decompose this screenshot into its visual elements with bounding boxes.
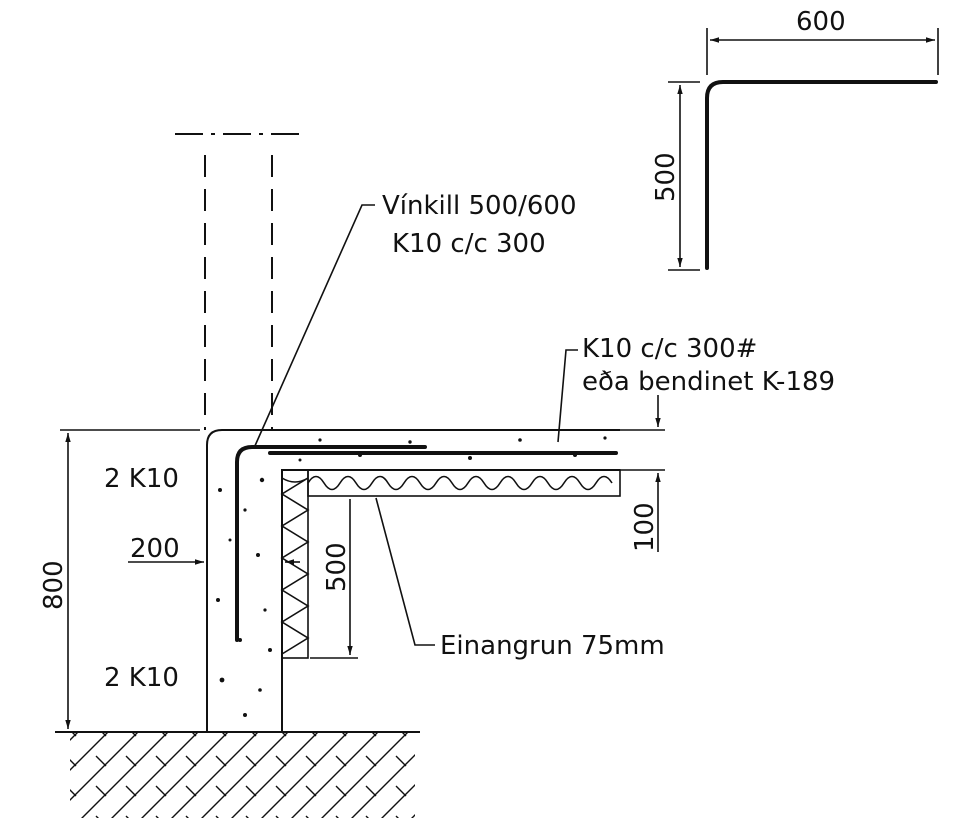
angle-bar-label-line1: Vínkill 500/600 [382, 191, 577, 221]
slab-rebar-label-line2: eða bendinet K-189 [582, 367, 835, 397]
ground [55, 731, 420, 818]
angle-bar-shape [705, 80, 938, 270]
dim-bar-height: 500 [651, 152, 681, 202]
dim-bar-width: 600 [796, 7, 846, 37]
insulation-label: Einangrun 75mm [440, 631, 665, 661]
upper-wall-outline [175, 133, 300, 430]
concrete-wall [206, 429, 665, 732]
insulation [280, 469, 621, 659]
leader-lines [253, 204, 578, 646]
dim-insulation-depth: 500 [322, 542, 352, 592]
dim-wall-height: 800 [39, 560, 69, 610]
dim-slab-thickness: 100 [630, 502, 660, 552]
dimension-lines [60, 28, 939, 729]
angle-rebar [235, 445, 618, 642]
dim-wall-thickness: 200 [130, 534, 180, 564]
bottom-bars-label: 2 K10 [104, 663, 179, 693]
slab-rebar-label-line1: K10 c/c 300# [582, 334, 757, 364]
top-bars-label: 2 K10 [104, 464, 179, 494]
angle-bar-label-line2: K10 c/c 300 [392, 229, 546, 259]
